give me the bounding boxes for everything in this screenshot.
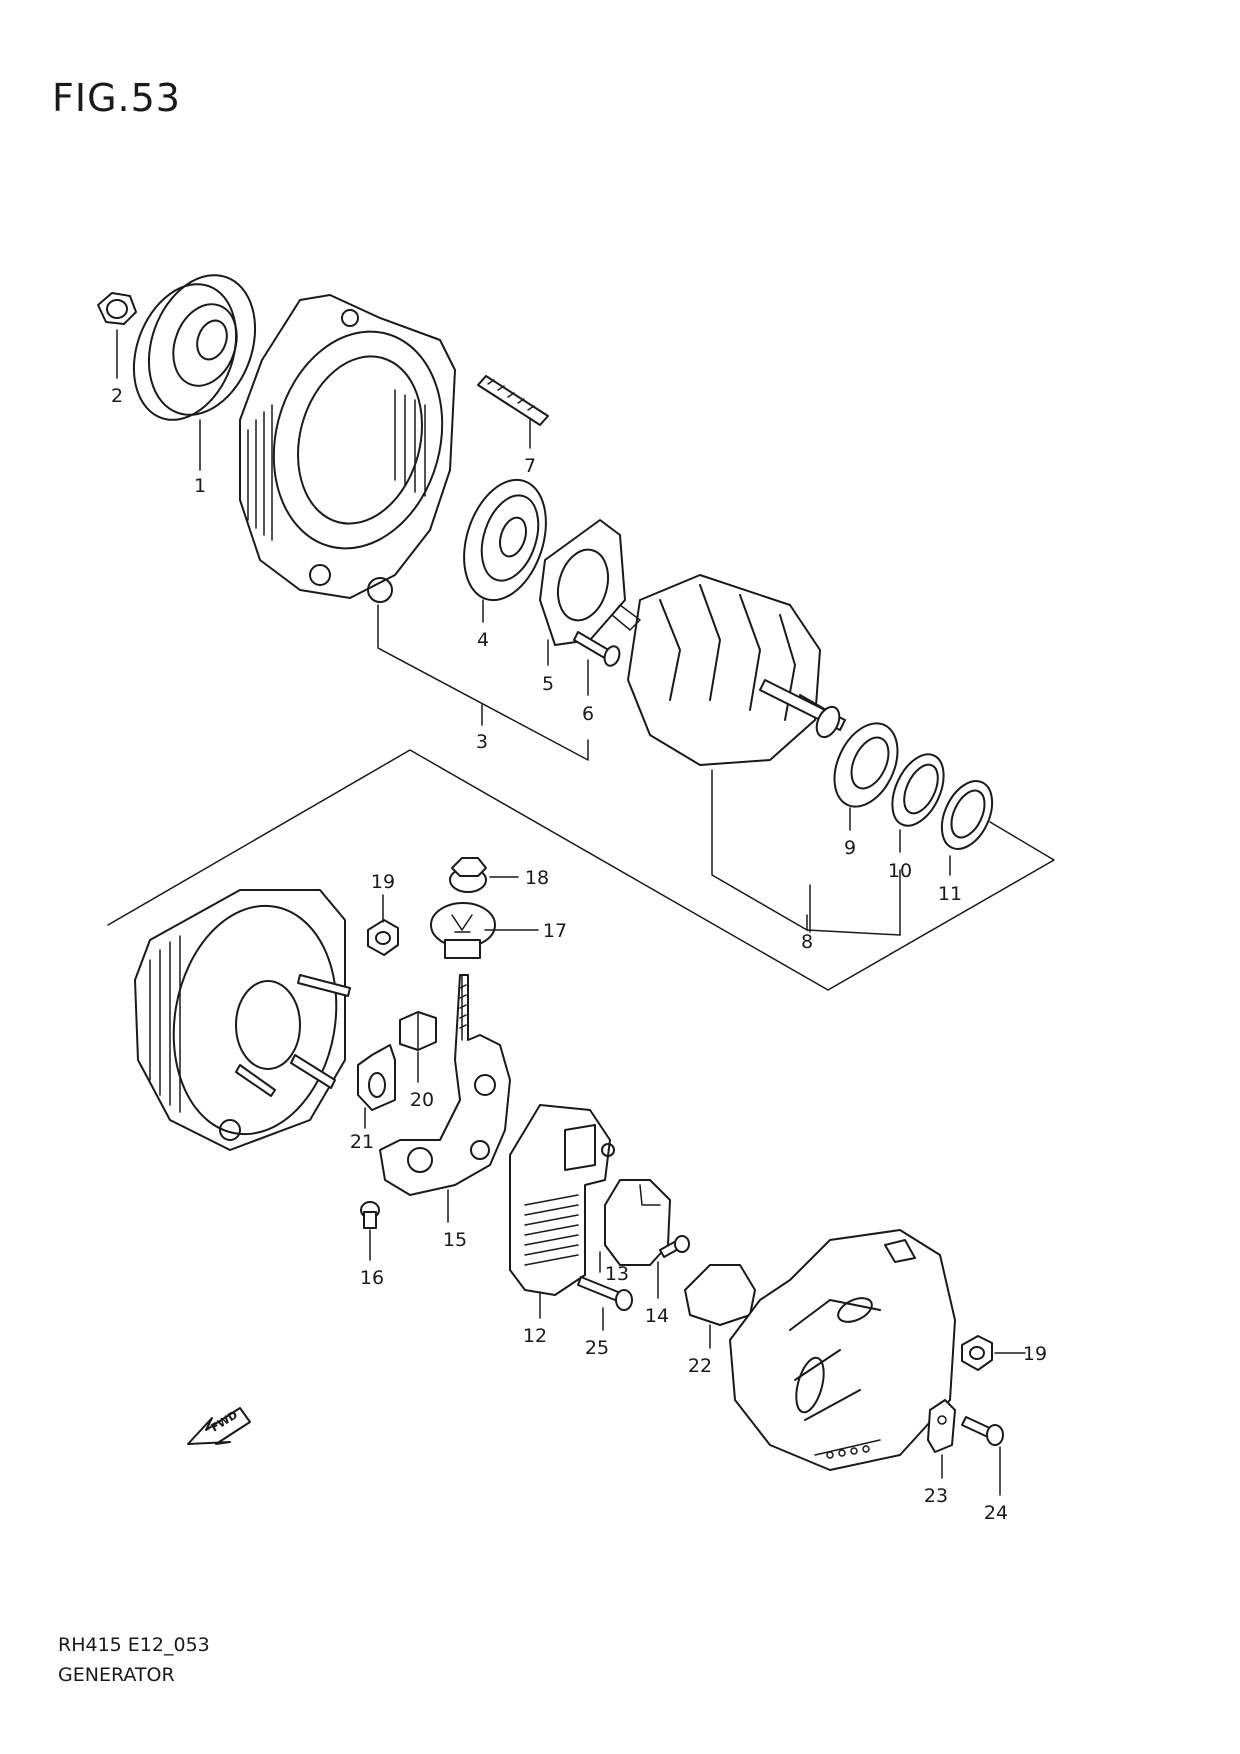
regulator-part bbox=[509, 1104, 615, 1296]
pulley-part bbox=[132, 274, 257, 421]
callout-13: 13 bbox=[605, 1263, 629, 1285]
callout-9: 9 bbox=[844, 837, 856, 859]
lower-leader-lines bbox=[364, 876, 1026, 1496]
callout-8: 8 bbox=[801, 931, 813, 953]
upper-leader-lines bbox=[116, 329, 951, 936]
callout-3: 3 bbox=[476, 731, 488, 753]
diagram-code: RH415 E12_053 bbox=[58, 1634, 210, 1656]
nut-left-part bbox=[367, 919, 399, 956]
callout-2: 2 bbox=[111, 385, 123, 407]
rotor-part bbox=[611, 574, 846, 766]
callout-19-right: 19 bbox=[1023, 1343, 1047, 1365]
diagram-name: GENERATOR bbox=[58, 1664, 175, 1686]
callout-17: 17 bbox=[543, 920, 567, 942]
nut-top-part bbox=[449, 857, 487, 893]
callout-20: 20 bbox=[410, 1089, 434, 1111]
rotor-group-outline bbox=[107, 749, 1055, 991]
nut-right-part bbox=[961, 1335, 993, 1371]
callout-6: 6 bbox=[582, 703, 594, 725]
callout-7: 7 bbox=[524, 455, 536, 477]
front-housing-part bbox=[239, 294, 456, 603]
front-bearing-part bbox=[463, 478, 547, 602]
terminal-bracket-part bbox=[927, 1399, 956, 1453]
callout-14: 14 bbox=[645, 1305, 669, 1327]
callout-19-left: 19 bbox=[371, 871, 395, 893]
bearing-retainer-part bbox=[539, 519, 626, 646]
rear-housing-part bbox=[134, 889, 351, 1151]
insulator-bushing-part bbox=[430, 902, 496, 959]
callout-4: 4 bbox=[477, 629, 489, 651]
callout-1: 1 bbox=[194, 475, 206, 497]
callout-10: 10 bbox=[888, 860, 912, 882]
bearing-cover-part bbox=[891, 753, 945, 827]
callout-24: 24 bbox=[984, 1502, 1008, 1524]
seal-ring-part bbox=[940, 780, 994, 850]
figure-title: FIG.53 bbox=[52, 76, 181, 120]
stud-bolt-part bbox=[477, 375, 549, 426]
callout-23: 23 bbox=[924, 1485, 948, 1507]
insulation-plate-part bbox=[357, 1044, 396, 1111]
rear-bearing-part bbox=[833, 722, 899, 808]
callout-16: 16 bbox=[360, 1267, 384, 1289]
brush-part bbox=[399, 1011, 437, 1051]
rectifier-part bbox=[379, 974, 511, 1196]
terminal-cap-part bbox=[684, 1264, 756, 1326]
callout-18: 18 bbox=[525, 867, 549, 889]
pulley-nut-part bbox=[97, 292, 137, 325]
forward-direction-arrow: FWD bbox=[187, 1407, 251, 1445]
callout-5: 5 bbox=[542, 673, 554, 695]
regulator-screw-part bbox=[577, 1276, 633, 1311]
retainer-screw-part bbox=[573, 631, 621, 667]
rectifier-screw-part bbox=[360, 1201, 380, 1229]
callout-25: 25 bbox=[585, 1337, 609, 1359]
cover-bolt-part bbox=[961, 1416, 1004, 1446]
callout-numbers: 2 1 7 4 5 6 3 9 10 11 8 19 18 17 20 21 1… bbox=[111, 385, 1047, 1524]
rear-cover-part bbox=[729, 1229, 956, 1471]
holder-screw-part bbox=[659, 1235, 690, 1258]
callout-15: 15 bbox=[443, 1229, 467, 1251]
callout-11: 11 bbox=[938, 883, 962, 905]
callout-22: 22 bbox=[688, 1355, 712, 1377]
callout-21: 21 bbox=[350, 1131, 374, 1153]
callout-12: 12 bbox=[523, 1325, 547, 1347]
